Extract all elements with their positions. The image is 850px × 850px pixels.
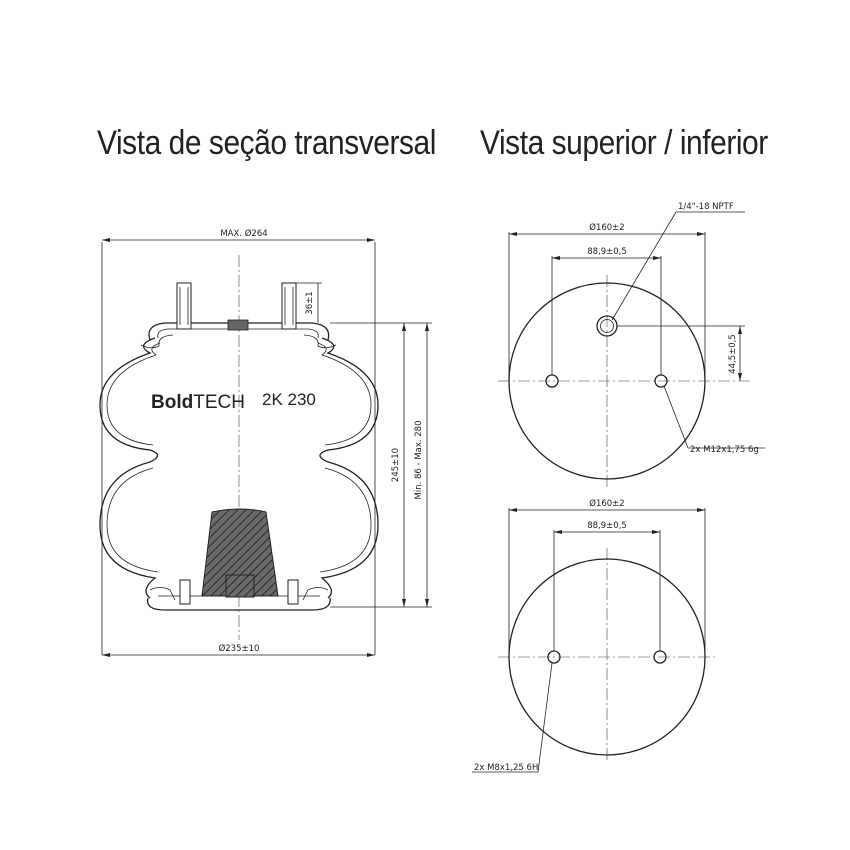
port-offset-label: 44,5±0,5	[728, 334, 738, 374]
model-label: 2K 230	[262, 390, 316, 409]
lower-bellow	[99, 461, 379, 599]
top-view-outline	[508, 282, 706, 480]
base-diameter-dimension: Ø235±10	[102, 643, 375, 657]
top-thread-label: 2x M12x1,75 6g	[690, 445, 759, 455]
bottom-bolt-spacing-label: 88,9±0,5	[587, 521, 627, 531]
top-plate	[148, 319, 330, 341]
bottom-view: Ø160±2 88,9±0,5 2x M8x1,25 6H	[472, 498, 716, 773]
height-dimensions: 245±10 Min. 86 - Max. 280	[330, 322, 432, 608]
stud-height-label: 36±1	[305, 291, 315, 314]
top-bottom-view-title: Vista superior / inferior	[480, 124, 768, 162]
height-label: 245±10	[391, 448, 401, 482]
base-diameter-label: Ø235±10	[219, 643, 260, 654]
top-studs	[176, 282, 297, 330]
cross-section-view: MAX. Ø264 Ø235±10 36±1	[99, 228, 432, 657]
max-diameter-label: MAX. Ø264	[220, 228, 267, 239]
bumper-insert	[225, 574, 255, 598]
top-bolt-spacing-label: 88,9±0,5	[587, 247, 627, 257]
top-view: Ø160±2 88,9±0,5 44,5±0,5 1/4"-18 NPTF 2x…	[498, 202, 765, 490]
bottom-outer-diameter-label: Ø160±2	[589, 498, 624, 509]
upper-bellow	[99, 334, 379, 463]
height-range-label: Min. 86 - Max. 280	[414, 421, 424, 500]
top-outer-diameter-label: Ø160±2	[589, 222, 624, 233]
rubber-bumper	[201, 508, 279, 597]
bottom-view-outline	[508, 558, 706, 756]
brand-logo: BoldTECH	[151, 392, 245, 413]
stud-height-dimension: 36±1	[296, 282, 322, 323]
port-label: 1/4"-18 NPTF	[678, 202, 734, 212]
cross-section-title: Vista de seção transversal	[97, 124, 436, 162]
bottom-thread-label: 2x M8x1,25 6H	[474, 763, 538, 773]
max-diameter-dimension: MAX. Ø264	[101, 228, 376, 655]
